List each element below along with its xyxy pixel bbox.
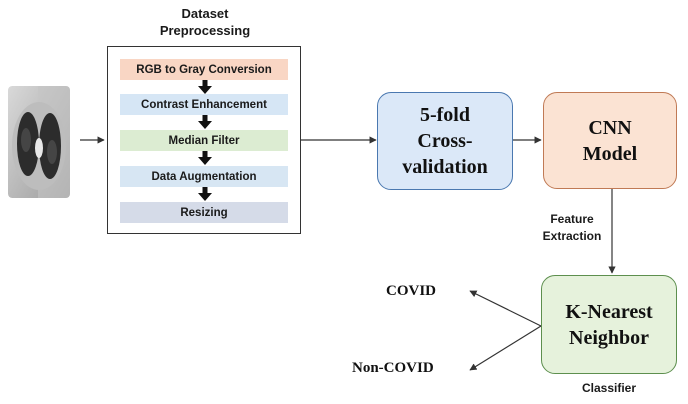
step-contrast-enhancement: Contrast Enhancement bbox=[120, 94, 288, 115]
arrow-knn-to-covid bbox=[469, 290, 542, 327]
output-non-covid-label: Non-COVID bbox=[352, 360, 434, 376]
classifier-caption: Classifier bbox=[581, 381, 637, 395]
feature-extraction-label: Feature Extraction bbox=[532, 211, 612, 245]
step-data-augmentation: Data Augmentation bbox=[120, 166, 288, 187]
down-arrow-icon bbox=[198, 115, 212, 129]
crossval-line3: validation bbox=[402, 156, 488, 178]
preprocessing-heading-line2: Preprocessing bbox=[159, 23, 251, 38]
output-covid-label: COVID bbox=[386, 283, 437, 299]
knn-classifier-box: K-Nearest Neighbor bbox=[541, 275, 677, 374]
down-arrow-icon bbox=[198, 80, 212, 94]
cnn-line1: CNN bbox=[588, 116, 632, 139]
step-resizing: Resizing bbox=[120, 202, 288, 223]
crossval-line2: Cross- bbox=[417, 130, 473, 152]
preprocessing-heading-line1: Dataset bbox=[181, 6, 229, 21]
ct-scan-image bbox=[8, 86, 70, 198]
step-rgb-to-gray: RGB to Gray Conversion bbox=[120, 59, 288, 80]
preprocessing-heading: Dataset Preprocessing bbox=[120, 5, 290, 39]
step-median-filter: Median Filter bbox=[120, 130, 288, 151]
knn-line2: Neighbor bbox=[569, 326, 649, 349]
feature-line1: Feature bbox=[550, 212, 594, 226]
feature-line2: Extraction bbox=[542, 229, 602, 243]
knn-line1: K-Nearest bbox=[565, 300, 653, 323]
cnn-line2: Model bbox=[582, 142, 638, 165]
down-arrow-icon bbox=[198, 187, 212, 201]
cnn-model-box: CNN Model bbox=[543, 92, 677, 189]
crossval-box: 5-fold Cross- validation bbox=[377, 92, 513, 190]
down-arrow-icon bbox=[198, 151, 212, 165]
crossval-line1: 5-fold bbox=[419, 104, 470, 126]
preprocessing-box: RGB to Gray Conversion Contrast Enhancem… bbox=[107, 46, 301, 234]
arrow-knn-to-non-covid bbox=[469, 325, 542, 371]
